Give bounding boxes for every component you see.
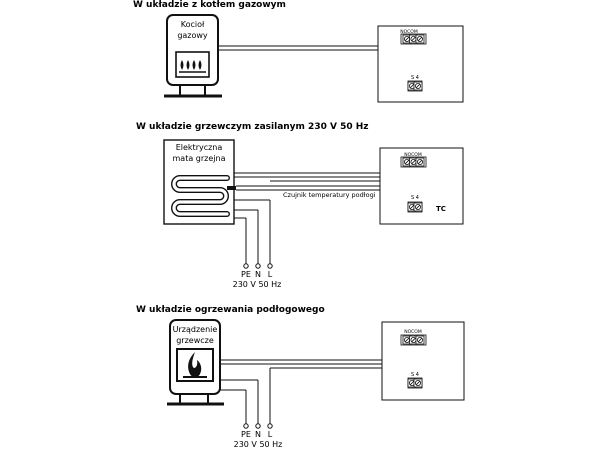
diagram-electric-mat: W układzie grzewczym zasilanym 230 V 50 … [136, 122, 464, 289]
supply-spec: 230 V 50 Hz [234, 440, 283, 449]
sensor-terminal-label: S 4 [411, 195, 419, 201]
thermostat-panel: NOCOM S 4 [377, 25, 464, 103]
sensor-label: Czujnik temperatury podłogi [283, 191, 376, 199]
supply-label-pe: PE [241, 430, 251, 439]
sensor-terminal-label: S 4 [411, 75, 419, 81]
diagram-gas-boiler: W układzie z kotłem gazowym Kocioł gazow… [133, 0, 464, 103]
supply-label-n: N [255, 430, 261, 439]
thermostat-panel: NOCOM S 4 [381, 321, 465, 401]
supply-terminals [243, 263, 273, 269]
device-label: grzewcze [176, 336, 214, 345]
nocom-label: NOCOM [404, 329, 422, 335]
thermostat-panel: NOCOM S 4 TC [379, 147, 464, 225]
gas-boiler-device: Kocioł gazowy [164, 14, 222, 98]
diagram-heading: W układzie z kotłem gazowym [133, 0, 286, 10]
diagram-heading: W układzie ogrzewania podłogowego [136, 305, 325, 315]
heating-device: Urządzenie grzewcze [167, 319, 224, 406]
supply-label-n: N [255, 270, 261, 279]
diagram-underfloor-heating: W układzie ogrzewania podłogowego Urządz… [136, 305, 465, 449]
supply-label-l: L [268, 270, 273, 279]
supply-terminals [243, 423, 273, 429]
supply-spec: 230 V 50 Hz [233, 280, 282, 289]
sensor-terminal-label: S 4 [411, 372, 419, 378]
nocom-label: NOCOM [404, 152, 422, 158]
burner-flames-icon [175, 51, 210, 78]
diagram-heading: W układzie grzewczym zasilanym 230 V 50 … [136, 122, 369, 132]
device-label: Elektryczna [176, 143, 223, 152]
flame-icon [176, 348, 214, 382]
nocom-label: NOCOM [400, 29, 418, 35]
device-label: gazowy [177, 31, 208, 40]
tc-label: TC [436, 205, 446, 213]
supply-label-l: L [268, 430, 273, 439]
device-label: Urządzenie [173, 325, 218, 334]
supply-label-pe: PE [241, 270, 251, 279]
device-label: Kocioł [181, 20, 205, 29]
device-label: mata grzejna [173, 154, 226, 163]
electric-mat-device: Elektryczna mata grzejna [163, 139, 236, 225]
heating-coil-icon [171, 175, 236, 217]
